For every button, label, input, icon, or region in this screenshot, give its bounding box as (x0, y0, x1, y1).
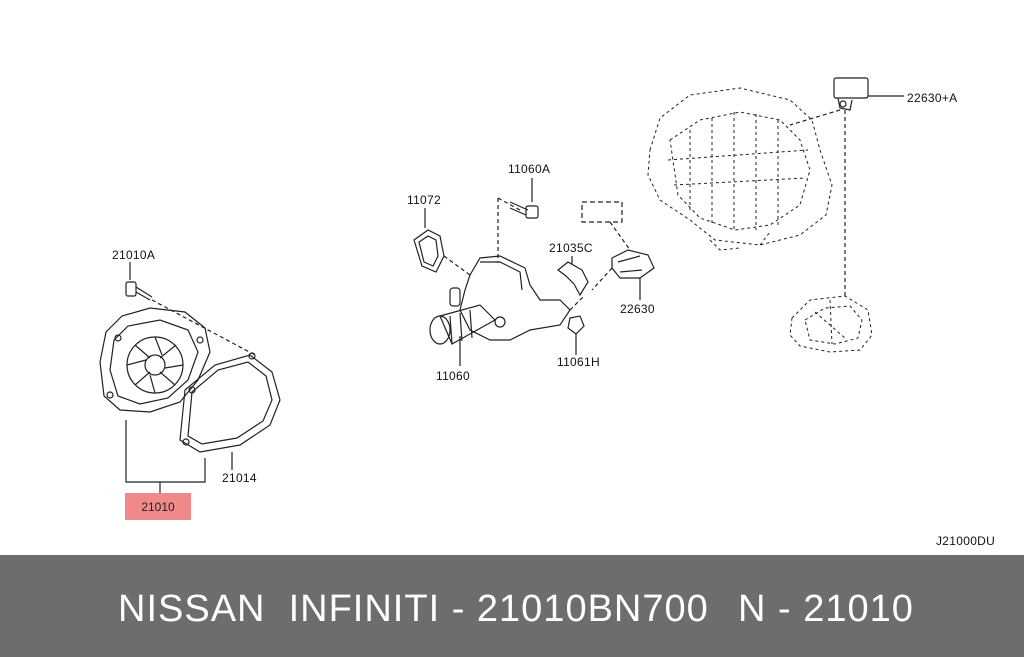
o-ring-drawing (413, 208, 471, 276)
diagram-code: J21000DU (936, 534, 996, 548)
pressure-sensor-drawing (789, 77, 904, 296)
plug-drawing (567, 315, 585, 355)
housing-bolt-drawing (497, 178, 539, 262)
highlight-21010[interactable]: 21010 (125, 493, 191, 520)
engine-drawing (647, 87, 833, 251)
water-pump-drawing (99, 307, 211, 413)
label-21010: 21010 (141, 499, 175, 514)
clip-drawing (557, 256, 589, 311)
label-11060: 11060 (436, 369, 470, 383)
diagram-drawing (99, 77, 904, 493)
footer-part-number: NISSAN INFINITI - 21010BN700 (118, 588, 709, 630)
label-21014: 21014 (222, 471, 257, 485)
parts-diagram: 21010A 21014 21010 11072 11060A 21035C 2… (99, 77, 996, 548)
label-11060A: 11060A (508, 162, 551, 176)
label-11072: 11072 (407, 193, 441, 207)
label-21010A: 21010A (112, 248, 156, 262)
label-21035C: 21035C (549, 241, 593, 255)
footer-banner: NISSAN INFINITI - 21010BN700 N - 21010 (0, 555, 1024, 657)
thermostat-housing-drawing (429, 255, 571, 366)
label-22630: 22630 (620, 302, 655, 316)
footer-group-code: N - 21010 (738, 588, 914, 630)
gasket-drawing (179, 352, 281, 453)
pump-bolt-drawing (125, 281, 153, 301)
engine-lower-drawing (789, 295, 873, 353)
temp-sensor-drawing (581, 201, 655, 300)
label-22630A: 22630+A (907, 91, 958, 105)
label-11061H: 11061H (557, 355, 600, 369)
